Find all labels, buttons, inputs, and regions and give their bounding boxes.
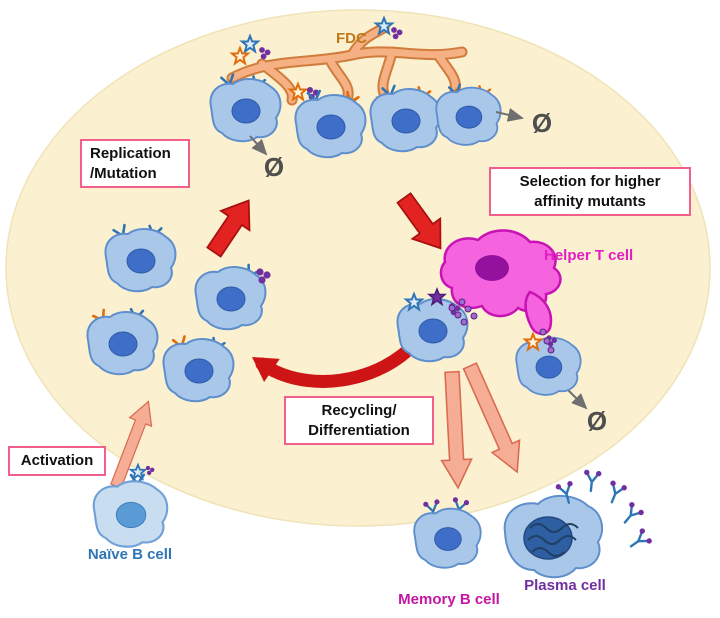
b-cell-mutant — [435, 83, 502, 146]
b-cell-proliferating — [194, 263, 267, 331]
b-cell-body — [86, 310, 159, 376]
antibody-icon — [626, 527, 653, 553]
helper-t-cell — [439, 229, 562, 335]
b-cell-rejected — [515, 336, 582, 396]
b-cell-body — [435, 86, 502, 146]
replication-line2: /Mutation — [90, 164, 157, 182]
helper-t-cell-label: Helper T cell — [544, 247, 634, 264]
replication-mutation-box: Replication /Mutation — [80, 139, 190, 188]
plasma-cell-label: Plasma cell — [524, 577, 606, 594]
antibody-icon — [604, 480, 628, 506]
recycling-box: Recycling/ Differentiation — [284, 396, 434, 445]
apoptosis-symbol: Ø — [264, 152, 284, 182]
b-cell-mutant — [369, 84, 442, 153]
activation-label: Activation — [20, 452, 94, 469]
activation-box: Activation — [8, 446, 106, 476]
b-cell-proliferating — [86, 307, 159, 376]
b-cell-body — [162, 337, 235, 403]
b-cell-proliferating — [162, 335, 235, 403]
b-cell-body — [209, 77, 282, 143]
recycling-line1: Recycling/ — [321, 402, 397, 419]
apoptosis-bottom-right: Ø — [565, 387, 607, 436]
b-cell-body — [104, 227, 177, 293]
replication-line1: Replication — [90, 145, 171, 162]
plasma-cell — [503, 495, 604, 579]
b-cell-body — [515, 336, 582, 396]
selection-box: Selection for higher affinity mutants — [489, 167, 691, 216]
b-cell-body — [369, 87, 442, 153]
naive-b-cell — [92, 473, 169, 548]
tcr-mhc-contact-icon — [448, 298, 478, 326]
b-cell-proliferating — [104, 223, 177, 293]
apoptosis-top-right: Ø — [495, 108, 552, 138]
fdc-label: FDC — [336, 30, 367, 47]
apoptosis-top-left: Ø — [249, 135, 284, 182]
naive-b-cell-label: Naïve B cell — [87, 546, 173, 563]
recycling-line2: Differentiation — [308, 421, 410, 439]
antibody-icon — [618, 501, 645, 528]
selection-line1: Selection for higher — [519, 173, 661, 190]
antibody-icon — [582, 469, 601, 491]
apoptosis-symbol: Ø — [587, 406, 607, 436]
b-cell-body — [413, 507, 482, 569]
memory-b-cell-label: Memory B cell — [398, 591, 500, 608]
tcr-mhc-contact-icon — [539, 328, 555, 354]
b-cell-body — [194, 265, 267, 331]
selection-line2: affinity mutants — [534, 192, 646, 210]
apoptosis-symbol: Ø — [532, 108, 552, 138]
b-cell-body — [294, 93, 367, 159]
